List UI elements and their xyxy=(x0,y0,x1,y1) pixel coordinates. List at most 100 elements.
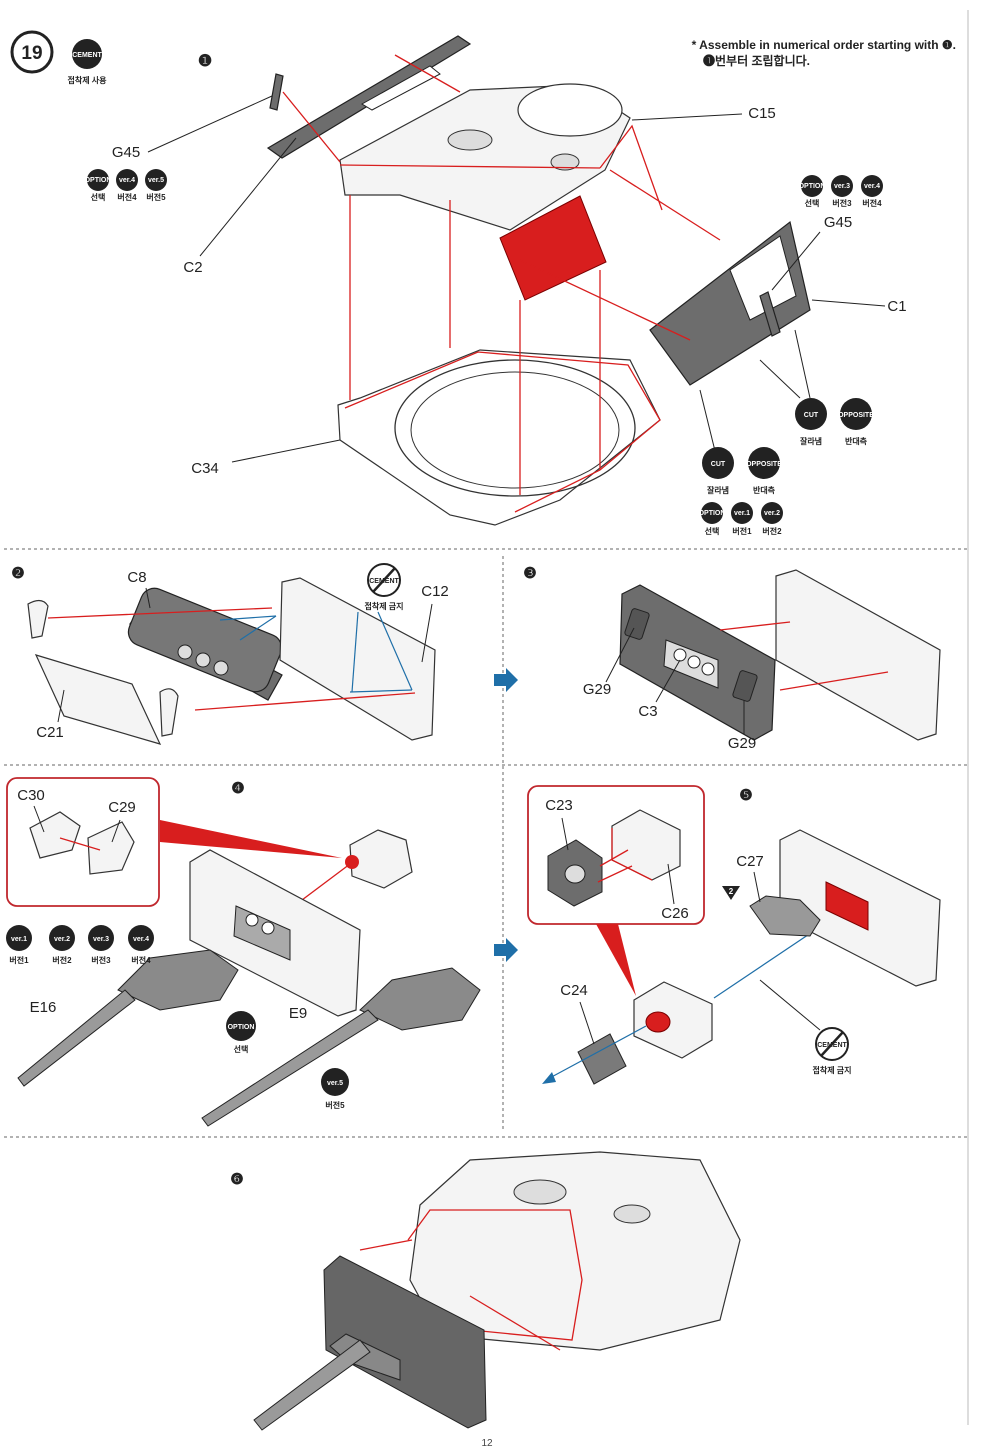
part-c29-c30-assembled xyxy=(349,829,413,889)
assembly-note-ko: ❶번부터 조립합니다. xyxy=(703,53,810,68)
part-c24 xyxy=(577,1033,627,1085)
ver3-caption: 버전3 xyxy=(91,955,111,965)
assembly-note-en: * Assemble in numerical order starting w… xyxy=(692,38,956,52)
label-g45-right: G45 xyxy=(824,214,852,231)
opposite-label: OPPOSITE xyxy=(746,461,782,468)
option-caption: 선택 xyxy=(705,526,720,536)
page-number: 12 xyxy=(481,1438,493,1448)
part-e16 xyxy=(17,949,239,1087)
detail-callout-box xyxy=(6,777,160,907)
ver3-label: ver.3 xyxy=(93,936,109,943)
substep-3-marker: ❸ xyxy=(523,565,536,582)
ver2-badge: ver.2 버전2 xyxy=(49,925,75,965)
part-g45-left xyxy=(269,73,284,111)
ver2-label: ver.2 xyxy=(764,510,780,517)
no-cement-icon: CEMENT 접착제 금지 xyxy=(364,563,404,611)
ver2-label: ver.2 xyxy=(54,936,70,943)
ver2-caption: 버전2 xyxy=(762,526,782,536)
no-cement-caption: 접착제 금지 xyxy=(364,601,403,611)
opposite-caption: 반대측 xyxy=(753,485,776,495)
cement-badge-label: CEMENT xyxy=(72,52,102,59)
part-c21-end xyxy=(27,599,49,639)
no-cement-badge-label: CEMENT xyxy=(369,578,399,585)
option-badge: OPTION 선택 xyxy=(799,175,826,208)
ver1-badge: ver.1 버전1 xyxy=(6,925,32,965)
option-caption: 선택 xyxy=(91,192,106,202)
label-g29-lower: G29 xyxy=(728,735,756,752)
ver3-badge: ver.3 버전3 xyxy=(831,175,853,208)
ver4-caption: 버전4 xyxy=(131,955,151,965)
ver5-badge: ver.5 버전5 xyxy=(145,169,167,202)
substep-1-marker: ❶ xyxy=(198,53,212,70)
option-label: OPTION xyxy=(85,177,112,184)
cut-badge: CUT 잘라냄 xyxy=(795,398,827,446)
ver5-caption: 버전5 xyxy=(146,192,166,202)
ver2-badge: ver.2 버전2 xyxy=(761,502,783,536)
cut-label: CUT xyxy=(804,412,819,419)
turret-ring xyxy=(394,359,636,497)
opposite-label: OPPOSITE xyxy=(838,412,874,419)
label-c8: C8 xyxy=(127,569,146,586)
label-c15: C15 xyxy=(748,105,776,122)
label-g29: G29 xyxy=(583,681,611,698)
label-c12: C12 xyxy=(421,583,449,600)
gun-barrel-assembled xyxy=(253,1339,371,1431)
part-c12 xyxy=(279,577,436,741)
next-arrow-icon xyxy=(494,668,518,692)
ver5-label: ver.5 xyxy=(327,1080,343,1087)
cut-caption: 잘라냄 xyxy=(800,436,822,446)
label-c3: C3 xyxy=(638,703,657,720)
ver4-label: ver.4 xyxy=(133,936,149,943)
label-g45: G45 xyxy=(112,144,140,161)
ver3-label: ver.3 xyxy=(834,183,850,190)
part-c29 xyxy=(87,821,135,875)
label-c26: C26 xyxy=(661,905,689,922)
cut-badge: CUT 잘라냄 xyxy=(702,447,734,495)
option-badge: OPTION 선택 xyxy=(85,169,112,202)
next-arrow-icon xyxy=(494,938,518,962)
ver4-badge: ver.4 버전4 xyxy=(861,175,883,208)
part-c12-mantlet xyxy=(775,569,941,741)
cement-icon: CEMENT 접착제 사용 xyxy=(67,39,107,85)
option-label: OPTION xyxy=(228,1024,255,1031)
option-caption: 선택 xyxy=(805,198,820,208)
part-c2 xyxy=(266,35,472,159)
ver4-label: ver.4 xyxy=(864,183,880,190)
option-label: OPTION xyxy=(799,183,826,190)
label-c21: C21 xyxy=(36,724,64,741)
cut-caption: 잘라냄 xyxy=(707,485,729,495)
ver4-caption: 버전4 xyxy=(862,198,882,208)
ver1-caption: 버전1 xyxy=(732,526,752,536)
ver4-badge: ver.4 버전4 xyxy=(116,169,138,202)
substep-6-marker: ❻ xyxy=(230,1171,243,1188)
ver5-caption: 버전5 xyxy=(325,1100,345,1110)
no-cement-caption: 접착제 금지 xyxy=(812,1065,851,1075)
opposite-badge: OPPOSITE 반대측 xyxy=(838,398,874,446)
part-c21 xyxy=(34,654,162,745)
substep-4-marker: ❹ xyxy=(231,780,244,797)
option-label: OPTION xyxy=(699,510,726,517)
label-c2: C2 xyxy=(183,259,202,276)
ver4-caption: 버전4 xyxy=(117,192,137,202)
label-c23: C23 xyxy=(545,797,573,814)
ver3-caption: 버전3 xyxy=(832,198,852,208)
part-c26-assembled xyxy=(633,981,713,1059)
reference-marker-label: 2 xyxy=(729,887,734,896)
label-e16: E16 xyxy=(30,999,57,1016)
part-c15-front xyxy=(499,195,607,301)
opposite-badge: OPPOSITE 반대측 xyxy=(746,447,782,495)
label-c34: C34 xyxy=(191,460,219,477)
option-caption: 선택 xyxy=(234,1044,249,1054)
label-c30: C30 xyxy=(17,787,45,804)
ver1-caption: 버전1 xyxy=(9,955,29,965)
mantlet-assembled xyxy=(323,1255,487,1429)
ver1-label: ver.1 xyxy=(11,936,27,943)
part-c30 xyxy=(29,811,81,859)
substep-2-marker: ❷ xyxy=(11,565,24,582)
part-c34 xyxy=(337,349,661,526)
cement-caption: 접착제 사용 xyxy=(67,75,107,85)
step-number: 19 xyxy=(21,43,42,64)
ver4-badge: ver.4 버전4 xyxy=(128,925,154,965)
